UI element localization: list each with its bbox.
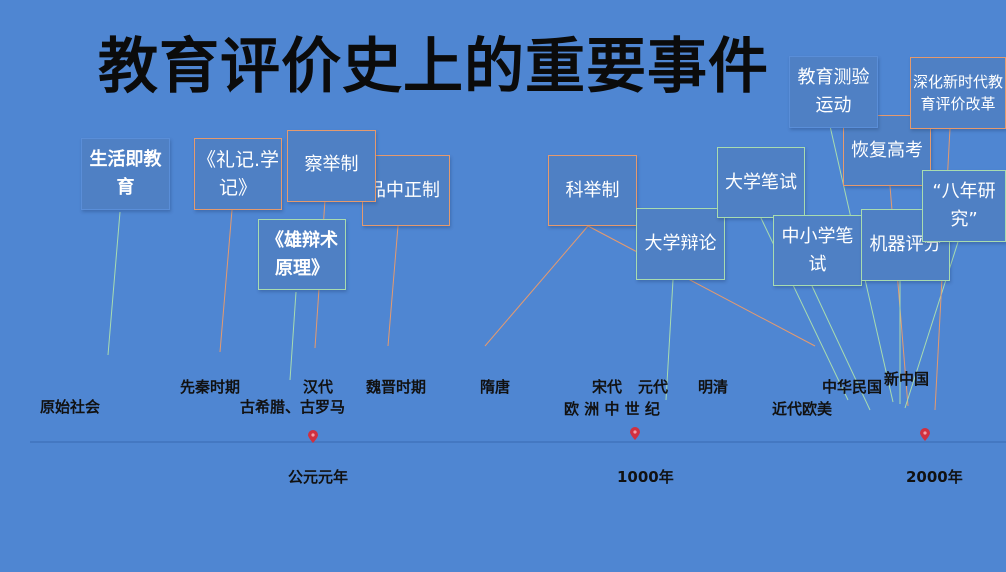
event-banian-yanjiu: “八年研究” [922,170,1006,242]
connector-xiongbian [289,291,297,381]
event-label: 深化新时代教育评价改革 [912,73,1003,113]
event-label: 大学辩论 [644,233,717,254]
era-songdai: 宋代 [592,378,623,396]
era-handai: 汉代 [303,378,334,396]
event-shenhua-gaige: 深化新时代教育评价改革 [910,57,1006,129]
event-label: 大学笔试 [725,171,797,193]
event-label: 九品中正制 [363,179,440,201]
connector-liji [219,209,233,353]
event-keju: 科举制 [548,155,637,226]
connector-jiupin [387,225,399,347]
event-label: 《雄辩术原理》 [266,229,338,279]
event-label: 教育测验运动 [797,67,870,116]
event-zhongxiaoxue-bishi: 中小学笔试 [773,215,862,286]
era-gu-xila: 古希腊、古罗马 [240,398,346,416]
axis-label-2000: 2000年 [906,468,963,486]
event-label: 生活即教育 [89,149,162,198]
event-xiongbian: 《雄辩术原理》 [258,219,346,290]
event-label: 恢复高考 [851,139,923,161]
era-suitang: 隋唐 [480,378,511,396]
era-xin-zhongguo: 新中国 [884,370,930,388]
axis-label-ad1: 公元元年 [288,468,349,486]
era-ouzhou-zhongshiji: 欧 洲 中 世 纪 [564,400,660,418]
map-pin-icon [920,428,930,441]
event-jiaoyu-ceyan: 教育测验运动 [789,56,878,128]
connector-life-education [107,211,121,356]
connector-keju-2 [587,225,816,347]
event-daxue-bianlun: 大学辩论 [636,208,725,280]
map-pin-icon [630,427,640,440]
event-label: “八年研究” [932,181,996,230]
era-xianqin: 先秦时期 [180,378,241,396]
era-yuandai: 元代 [638,378,669,396]
era-zhonghua-minguo: 中华民国 [822,378,883,396]
event-daxue-bishi: 大学笔试 [717,147,805,218]
event-label: 中小学笔试 [781,225,854,275]
era-yuanshi: 原始社会 [40,398,101,416]
event-label: 科举制 [565,179,620,201]
event-label: 《礼记.学记》 [196,149,280,199]
event-jiupin: 九品中正制 [362,155,450,226]
slide-title: 教育评价史上的重要事件 [98,32,769,102]
event-liji-xueji: 《礼记.学记》 [194,138,282,210]
era-mingqing: 明清 [698,378,729,396]
era-weijin: 魏晋时期 [366,378,427,396]
event-label: 察举制 [304,154,359,175]
event-life-education: 生活即教育 [81,138,170,210]
connector-keju-1 [484,225,589,347]
axis-label-1000: 1000年 [617,468,674,486]
connector-daxue-bianlun [665,279,674,401]
map-pin-icon [308,430,318,443]
connector-zhongxiaoxue [811,285,871,411]
event-chajuzhi: 察举制 [287,130,376,202]
era-jindai-oumei: 近代欧美 [772,400,833,418]
